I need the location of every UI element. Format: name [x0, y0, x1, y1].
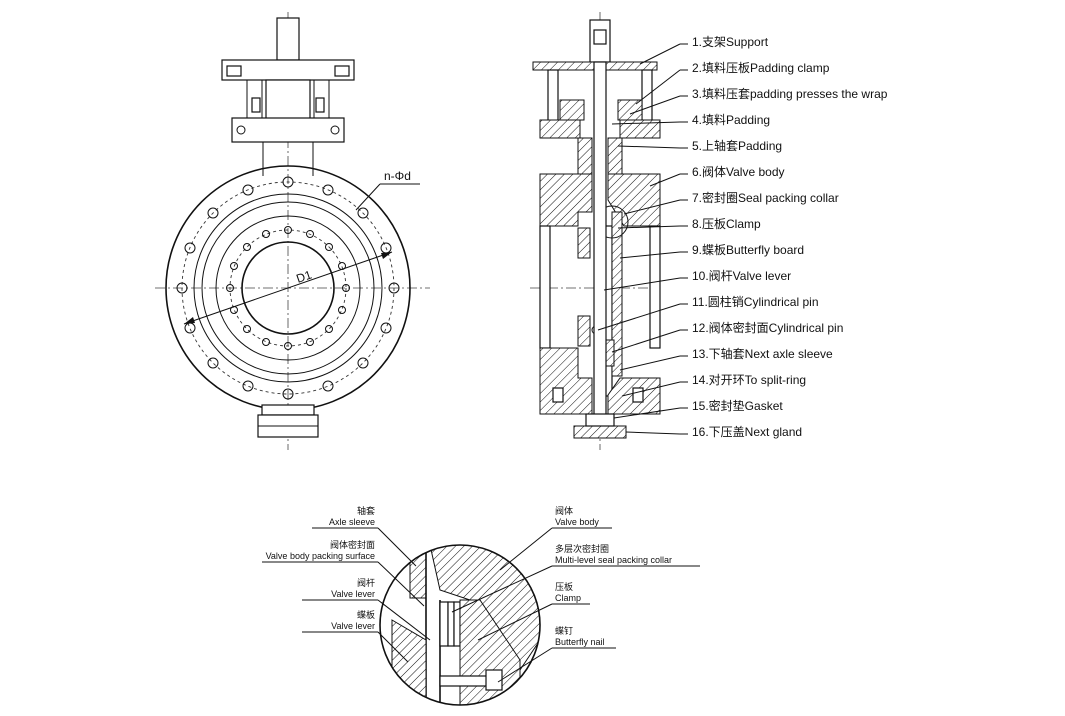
detail-left-en-2: Valve body packing surface: [266, 551, 375, 561]
part-label-14: 14.对开环To split-ring: [692, 373, 806, 387]
part-label-4: 4.填料Padding: [692, 113, 770, 127]
holes-dimension-label: n-Φd: [384, 169, 411, 183]
detail-right-en-3: Clamp: [555, 593, 581, 603]
part-label-12: 12.阀体密封面Cylindrical pin: [692, 320, 843, 335]
part-label-9: 9.蝶板Butterfly board: [692, 242, 804, 257]
detail-right-cn-3: 压板: [555, 581, 573, 592]
detail-view: 轴套 Axle sleeve 阀体密封面 Valve body packing …: [262, 505, 700, 706]
detail-right-cn-2: 多层次密封圈: [555, 543, 609, 554]
part-label-13: 13.下轴套Next axle sleeve: [692, 346, 833, 361]
detail-right-en-1: Valve body: [555, 517, 599, 527]
part-label-15: 15.密封垫Gasket: [692, 398, 783, 413]
detail-left-en-3: Valve lever: [331, 589, 375, 599]
parts-list: 1.支架Support 2.填料压板Padding clamp 3.填料压套pa…: [692, 35, 888, 439]
detail-right-cn-1: 阀体: [555, 505, 573, 516]
section-view: [530, 12, 661, 450]
detail-right-en-2: Multi-level seal packing collar: [555, 555, 672, 565]
detail-left-cn-3: 阀杆: [357, 577, 375, 588]
part-label-1: 1.支架Support: [692, 35, 769, 49]
part-label-2: 2.填料压板Padding clamp: [692, 61, 830, 75]
detail-left-cn-1: 轴套: [357, 505, 375, 516]
part-label-3: 3.填料压套padding presses the wrap: [692, 87, 888, 101]
part-leaders: [597, 43, 688, 435]
part-label-6: 6.阀体Valve body: [692, 165, 785, 179]
part-label-16: 16.下压盖Next gland: [692, 425, 802, 439]
part-label-8: 8.压板Clamp: [692, 217, 761, 231]
detail-left-cn-4: 蝶板: [357, 609, 375, 620]
part-label-7: 7.密封圈Seal packing collar: [692, 190, 839, 205]
diameter-dimension-label: D1: [294, 267, 313, 285]
detail-left-cn-2: 阀体密封面: [330, 539, 375, 550]
part-label-5: 5.上轴套Padding: [692, 138, 782, 153]
detail-right-cn-4: 蝶钉: [555, 625, 573, 636]
detail-left-en-1: Axle sleeve: [329, 517, 375, 527]
part-label-11: 11.圆柱销Cylindrical pin: [692, 294, 819, 309]
part-label-10: 10.阀杆Valve lever: [692, 269, 791, 283]
detail-right-en-4: Butterfly nail: [555, 637, 605, 647]
front-view: n-Φd D1: [155, 12, 430, 450]
detail-left-en-4: Valve lever: [331, 621, 375, 631]
